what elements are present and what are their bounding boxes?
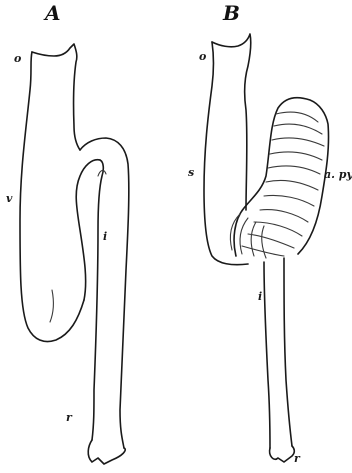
caecum-6: [266, 180, 318, 190]
pyloric-caeca-outer: [234, 98, 328, 256]
caecum-lower-4: [262, 226, 266, 258]
caecum-10: [248, 234, 294, 248]
panel-b-rectum-end: [270, 446, 295, 462]
caecum-2: [274, 124, 322, 134]
panel-a-stomach-outline: [32, 44, 80, 150]
panel-a-intestine-inner-tube: [92, 160, 103, 440]
panel-b-digestive-tract: [204, 34, 329, 462]
panel-a-label-r: r: [66, 411, 73, 424]
panel-a-intestine-inner-descending: [76, 160, 100, 300]
panel-b-label-s: s: [188, 166, 194, 179]
panel-b-label-o: o: [199, 50, 206, 63]
panel-a-letter: A: [43, 1, 61, 25]
panel-b-label-r: r: [294, 452, 301, 465]
panel-b-pyloric-caeca: [230, 98, 328, 258]
panel-b-label-i: i: [258, 290, 262, 303]
panel-b-stomach-outline: [212, 34, 251, 210]
caecum-1: [276, 112, 318, 122]
panel-a-label-i: i: [103, 230, 107, 243]
caecum-8: [260, 210, 308, 222]
panel-a-stomach-inner-fold: [50, 290, 53, 322]
panel-a-intestine-outer: [80, 138, 129, 448]
caecum-5: [268, 166, 320, 174]
panel-b-intestine-right: [284, 258, 292, 446]
panel-a-label-o: o: [14, 52, 21, 65]
caecum-7: [264, 195, 314, 206]
panel-a: A o v i r: [6, 1, 129, 464]
panel-b-label-a-py: a. py: [324, 168, 352, 181]
caecum-3: [272, 138, 324, 146]
panel-a-label-v: v: [6, 192, 13, 205]
caecum-9: [254, 222, 302, 236]
caecum-lower-3: [251, 222, 256, 256]
caecum-lower-2: [240, 218, 248, 254]
panel-b: B: [188, 1, 352, 465]
panel-b-intestine-left: [264, 262, 270, 448]
panel-a-rectum-outline: [88, 440, 125, 464]
caecum-4: [270, 152, 322, 160]
panel-a-digestive-tract: [20, 44, 129, 464]
panel-b-letter: B: [222, 1, 240, 25]
